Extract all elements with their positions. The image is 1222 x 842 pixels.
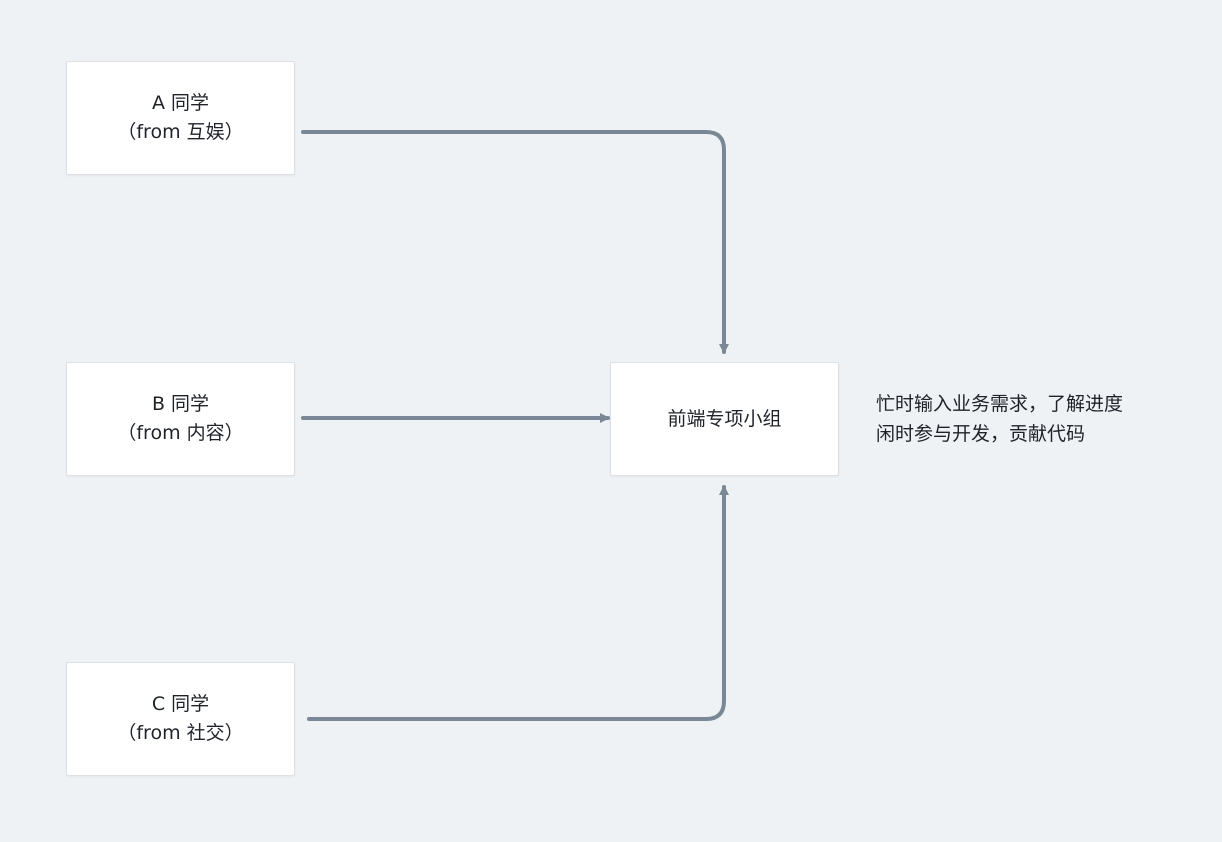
node-student-c-name: C 同学	[151, 693, 210, 715]
node-frontend-group-label: 前端专项小组	[667, 407, 782, 430]
node-frontend-group[interactable]: 前端专项小组	[610, 362, 839, 476]
node-student-c-origin: （from 社交）	[117, 722, 244, 744]
connector-c-to-hub	[307, 485, 729, 721]
node-student-b-name: B 同学	[151, 393, 210, 415]
hub-annotation[interactable]: 忙时输入业务需求，了解进度 闲时参与开发，贡献代码	[876, 389, 1123, 449]
hub-annotation-line-2: 闲时参与开发，贡献代码	[876, 423, 1086, 445]
node-student-b-origin: （from 内容）	[117, 422, 244, 444]
hub-annotation-line-1: 忙时输入业务需求，了解进度	[876, 393, 1124, 415]
node-student-a[interactable]: A 同学 （from 互娱）	[66, 61, 295, 175]
node-student-a-name: A 同学	[151, 92, 210, 114]
node-student-b[interactable]: B 同学 （from 内容）	[66, 362, 295, 476]
connector-a-to-hub	[301, 130, 729, 354]
node-student-c[interactable]: C 同学 （from 社交）	[66, 662, 295, 776]
node-student-a-origin: （from 互娱）	[117, 121, 244, 143]
